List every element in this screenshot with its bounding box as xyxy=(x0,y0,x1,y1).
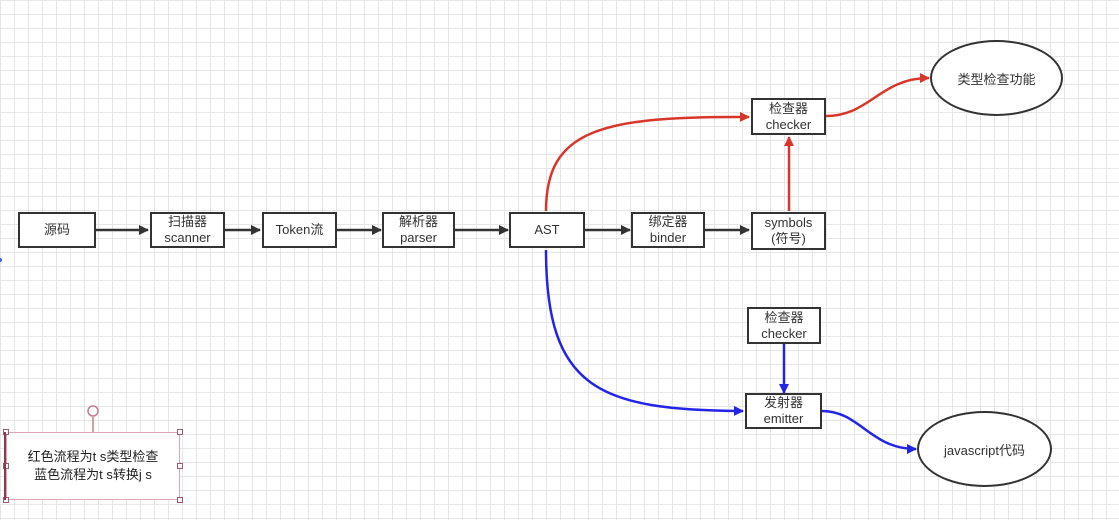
output-type-check-label: 类型检查功能 xyxy=(957,71,1036,87)
node-ast[interactable]: AST xyxy=(509,212,585,248)
legend-note-blue-line: 蓝色流程为t s转换j s xyxy=(34,467,152,482)
node-parser[interactable]: 解析器 parser xyxy=(382,212,455,248)
output-javascript-label: javascript代码 xyxy=(944,442,1025,458)
edge-checker-typecheck-red xyxy=(825,73,930,118)
legend-note-red-line: 红色流程为t s类型检查 xyxy=(27,449,159,464)
edge-ast-checker-red xyxy=(544,111,750,212)
note-resize-handle-bl[interactable] xyxy=(3,497,9,503)
legend-note[interactable]: 红色流程为t s类型检查 蓝色流程为t s转换j s xyxy=(6,432,180,500)
edge-connection-dot xyxy=(0,258,2,262)
node-binder-label-en: binder xyxy=(649,230,687,245)
node-binder[interactable]: 绑定器 binder xyxy=(631,212,705,248)
node-symbols[interactable]: symbols (符号) xyxy=(751,212,826,250)
node-emitter-label-en: emitter xyxy=(763,411,804,426)
note-resize-handle-br[interactable] xyxy=(177,497,183,503)
node-scanner[interactable]: 扫描器 scanner xyxy=(150,212,225,248)
node-symbols-label-en: symbols xyxy=(764,215,813,230)
node-checker-top[interactable]: 检查器 checker xyxy=(751,98,826,135)
node-checker-top-label-en: checker xyxy=(765,116,812,132)
node-token[interactable]: Token流 xyxy=(262,212,337,248)
node-checker-bottom-label-zh: 检查器 xyxy=(764,309,804,325)
node-parser-label-en: parser xyxy=(400,230,437,245)
node-source[interactable]: 源码 xyxy=(18,212,96,248)
node-scanner-label-en: scanner xyxy=(164,230,211,245)
note-rotate-handle[interactable] xyxy=(87,405,99,417)
node-parser-label-zh: 解析器 xyxy=(398,214,438,229)
node-symbols-label-zh: (符号) xyxy=(771,231,806,246)
note-resize-handle-mr[interactable] xyxy=(177,463,183,469)
edge-ast-emitter-blue xyxy=(544,249,744,416)
output-javascript[interactable]: javascript代码 xyxy=(917,411,1052,487)
node-token-label: Token流 xyxy=(275,222,324,237)
node-scanner-label-zh: 扫描器 xyxy=(167,214,207,229)
note-resize-handle-ml[interactable] xyxy=(3,463,9,469)
node-checker-bottom-label-en: checker xyxy=(761,325,807,341)
node-emitter-label-zh: 发射器 xyxy=(763,395,803,410)
note-left-edge-bar xyxy=(4,432,6,500)
node-checker-top-label-zh: 检查器 xyxy=(768,100,808,116)
node-ast-label: AST xyxy=(534,222,560,237)
node-emitter[interactable]: 发射器 emitter xyxy=(745,393,822,429)
edge-emitter-javascript-blue xyxy=(821,409,917,454)
output-type-check[interactable]: 类型检查功能 xyxy=(930,40,1063,116)
note-resize-handle-tr[interactable] xyxy=(177,429,183,435)
node-source-label: 源码 xyxy=(43,222,70,237)
note-resize-handle-tl[interactable] xyxy=(3,429,9,435)
node-checker-bottom[interactable]: 检查器 checker xyxy=(747,307,821,344)
node-binder-label-zh: 绑定器 xyxy=(648,214,688,229)
